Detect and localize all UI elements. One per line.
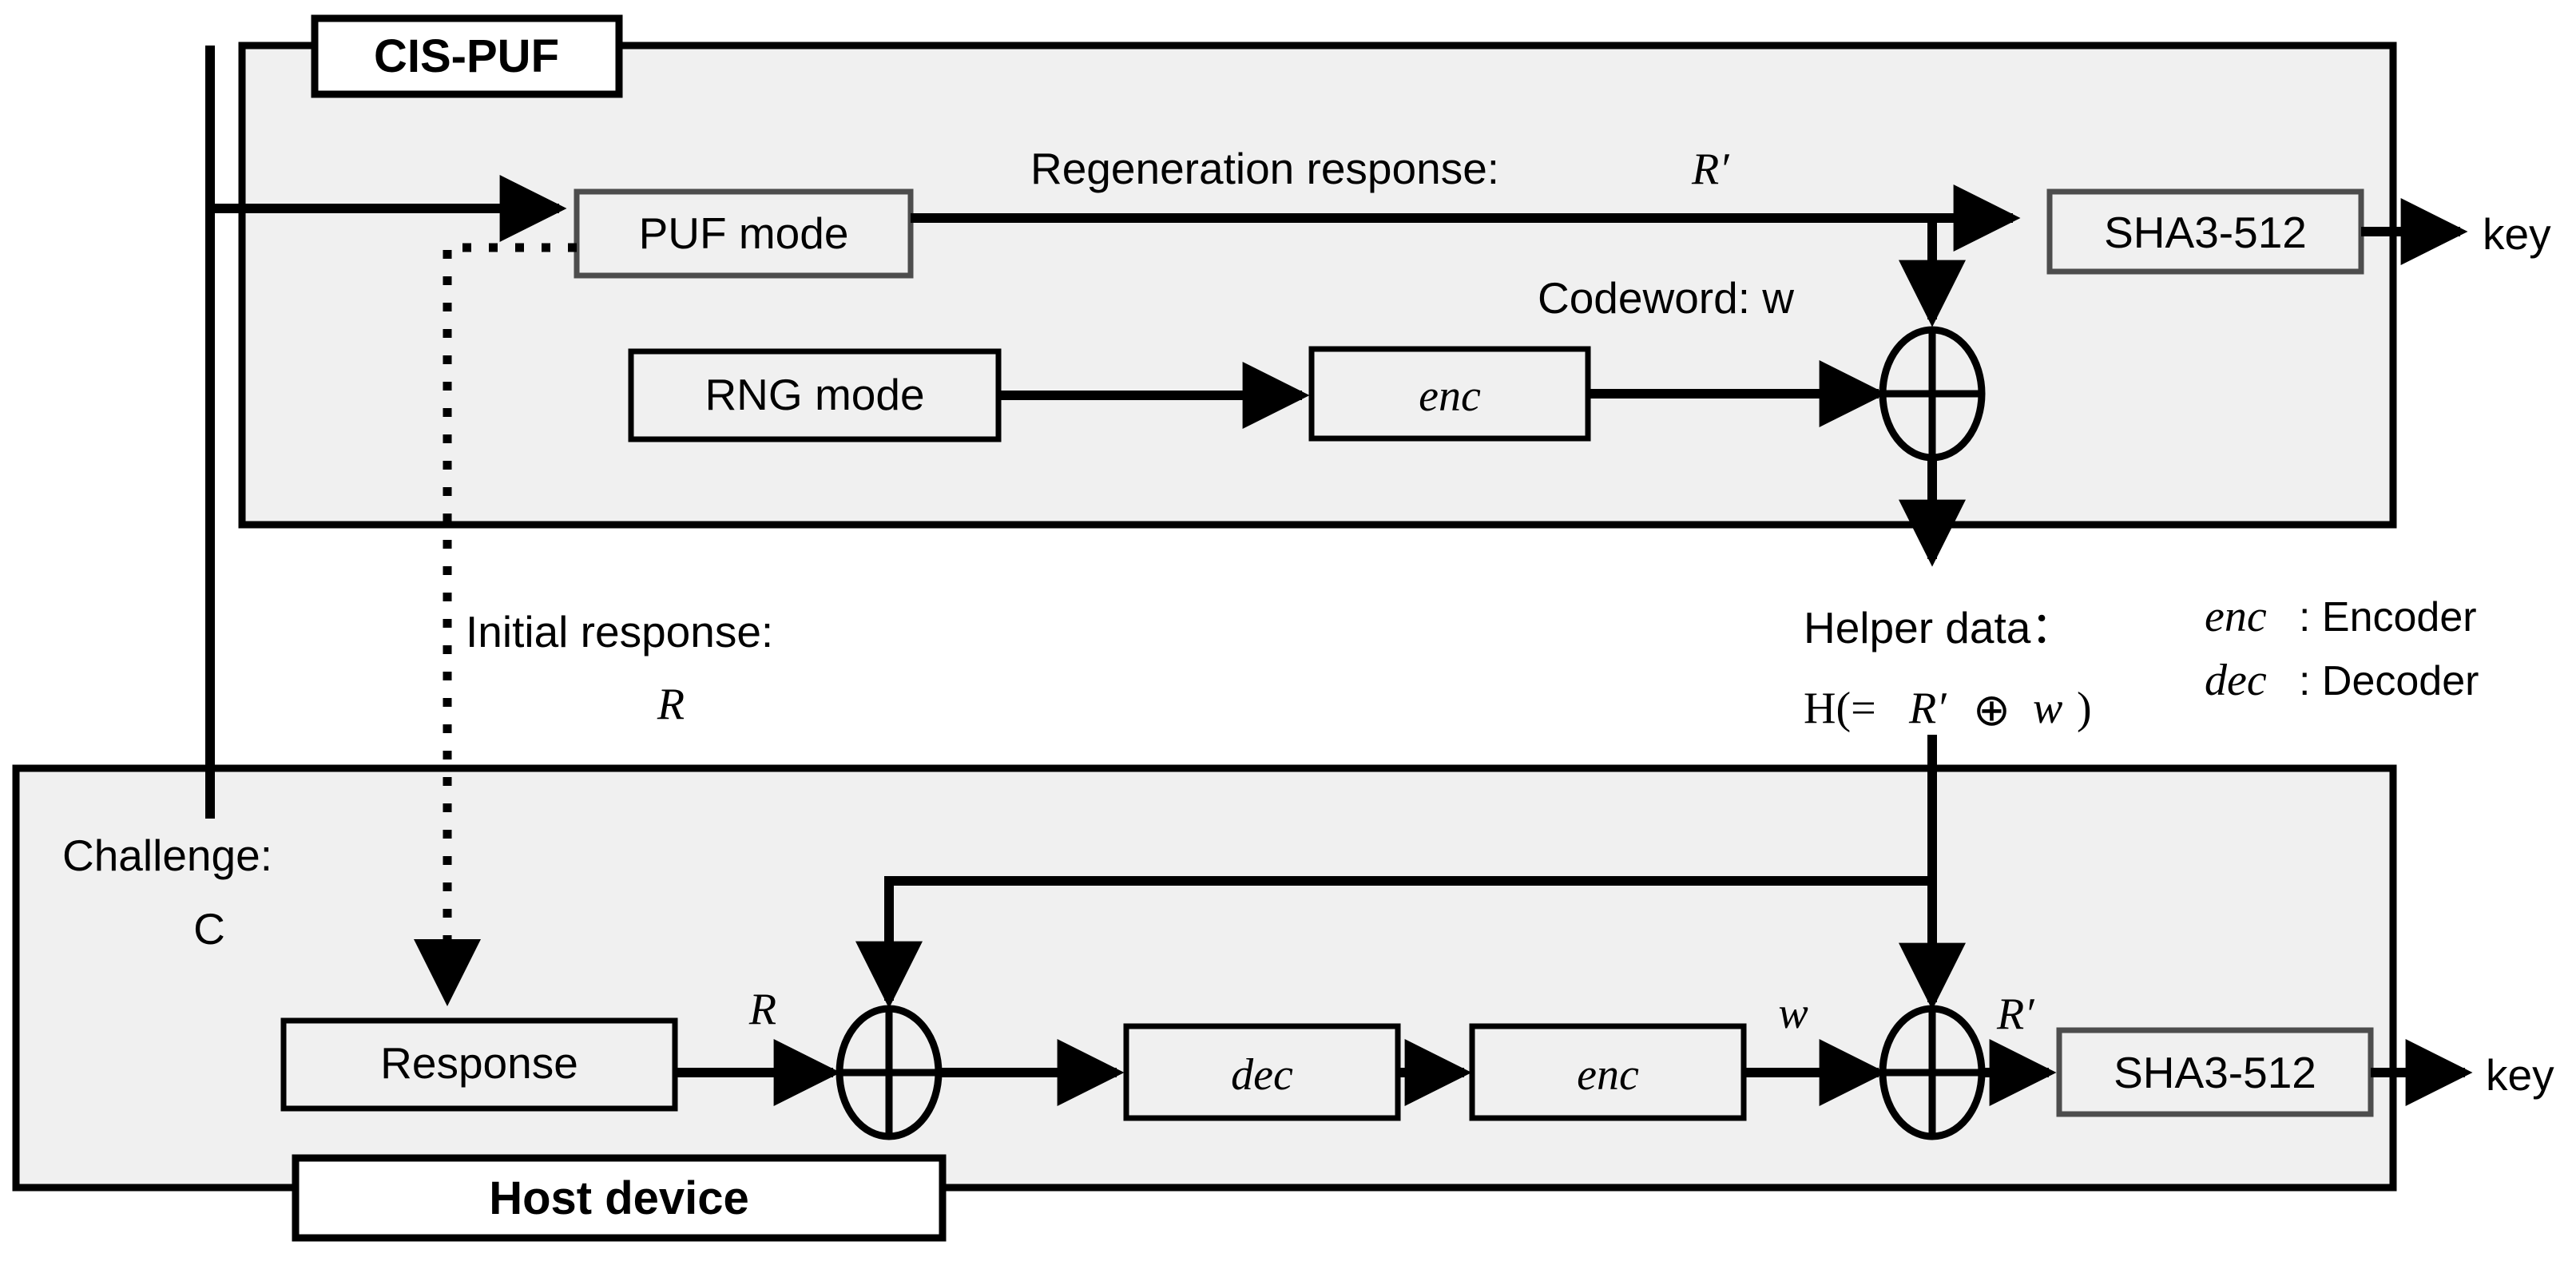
response-block[interactable] — [280, 1017, 678, 1112]
legend-dec-symbol: dec — [2205, 656, 2267, 705]
key-output-label-bottom: key — [2486, 1050, 2554, 1100]
helper-data-branch-wire — [855, 876, 1932, 1009]
legend-decoder: dec : Decoder — [2205, 656, 2479, 705]
challenge-label-line2: C — [193, 904, 225, 954]
rng-mode-block[interactable] — [628, 348, 1002, 442]
challenge-label-line1: Challenge: — [62, 831, 272, 880]
key-output-label-top: key — [2483, 209, 2551, 259]
r-prime-label-bottom: R′ — [1996, 989, 2034, 1039]
xor-gate-bottom-right — [1879, 1005, 1986, 1140]
w-label-bottom: w — [1778, 989, 1808, 1038]
host-device-panel — [12, 764, 2397, 1192]
helper-data-h-prefix: H(= — [1804, 684, 1876, 733]
cis-puf-title-label: CIS-PUF — [374, 30, 559, 82]
enc-label-top: enc — [1419, 371, 1481, 421]
regeneration-response-symbol: R′ — [1691, 145, 1729, 194]
helper-data-xor-symbol: ⊕ — [1973, 686, 2010, 736]
sha3-512-label-top: SHA3-512 — [2104, 208, 2307, 257]
sha3-512-label-bottom: SHA3-512 — [2114, 1048, 2316, 1097]
response-label: Response — [380, 1038, 578, 1088]
host-device-title-box — [292, 1154, 947, 1242]
dec-label: dec — [1231, 1050, 1293, 1100]
legend-enc-symbol: enc — [2205, 592, 2267, 641]
host-device-title-label: Host device — [489, 1172, 749, 1224]
puf-mode-block[interactable] — [574, 188, 914, 279]
cis-puf-panel — [238, 42, 2397, 529]
helper-data-label-line1: Helper data： — [1804, 603, 2074, 652]
legend-dec-text: : Decoder — [2299, 658, 2479, 704]
xor-gate-top — [1879, 326, 1986, 462]
helper-data-w: w — [2033, 684, 2062, 733]
initial-response-label-line1: Initial response: — [466, 607, 773, 656]
puf-mode-label: PUF mode — [639, 208, 849, 258]
enc-label-bottom: enc — [1577, 1050, 1639, 1100]
r-in-label: R — [748, 985, 776, 1034]
initial-response-label-line2: R — [657, 680, 685, 729]
regeneration-response-label: Regeneration response: — [1030, 144, 1499, 193]
cis-puf-title-box — [311, 14, 623, 98]
codeword-label: Codeword: w — [1538, 273, 1794, 323]
legend-enc-text: : Encoder — [2299, 594, 2477, 640]
xor-gate-bottom-left — [836, 1005, 943, 1140]
legend-encoder: enc : Encoder — [2205, 592, 2477, 641]
helper-data-suffix: ) — [2077, 684, 2092, 733]
sha3-512-block-top[interactable] — [2046, 188, 2364, 275]
dec-block[interactable] — [1123, 1023, 1401, 1121]
helper-data-label-line2: H(= R′ ⊕ w ) — [1804, 684, 2092, 736]
enc-block-bottom[interactable] — [1469, 1023, 1747, 1121]
rng-mode-label: RNG mode — [705, 370, 924, 419]
helper-data-r-prime: R′ — [1908, 684, 1947, 733]
